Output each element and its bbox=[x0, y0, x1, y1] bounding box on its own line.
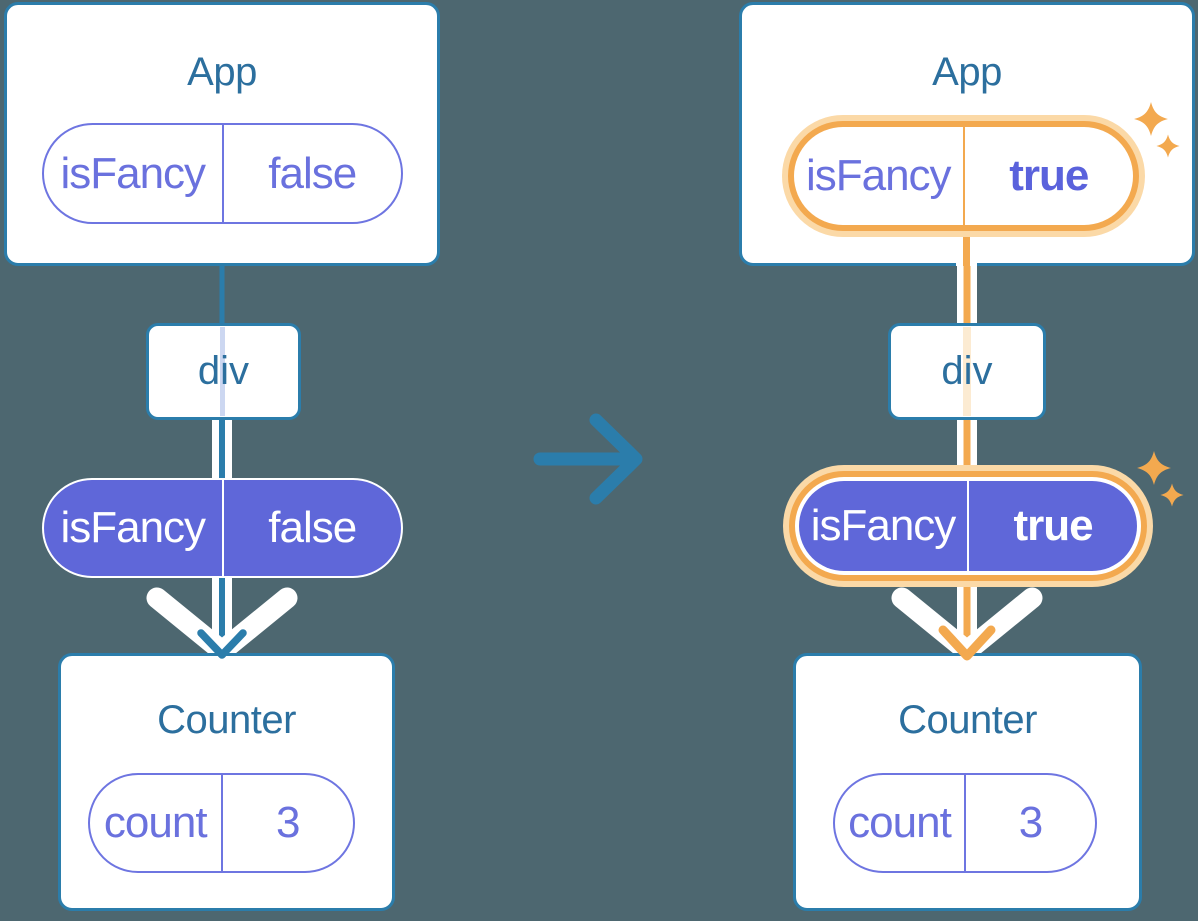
counter-title-right: Counter bbox=[898, 698, 1037, 742]
down-chevron-icon-left bbox=[197, 629, 247, 659]
state-name-cell: count bbox=[835, 775, 966, 871]
div-label-left: div bbox=[197, 349, 250, 393]
prop-value-cell: true bbox=[1013, 501, 1093, 550]
highlight-ring: isFancy true bbox=[788, 121, 1139, 231]
app-title-right: App bbox=[932, 50, 1002, 94]
prop-value-cell: false bbox=[268, 503, 357, 552]
prop-value-cell: false bbox=[268, 148, 357, 198]
counter-state-pill-left: count 3 bbox=[88, 773, 355, 873]
prop-name-cell: isFancy bbox=[799, 481, 969, 571]
big-arrow-chevron-left bbox=[146, 587, 298, 662]
big-arrow-chevron-right bbox=[891, 587, 1043, 662]
transition-right-arrow-icon bbox=[533, 413, 643, 505]
highlight-ring: isFancy true bbox=[789, 471, 1147, 581]
state-value-cell: 3 bbox=[276, 798, 300, 847]
passed-prop-pill-left: isFancy false bbox=[42, 478, 403, 578]
app-prop-pill-left: isFancy false bbox=[42, 123, 403, 224]
counter-state-pill-right: count 3 bbox=[833, 773, 1097, 873]
prop-value-cell: true bbox=[1009, 151, 1089, 200]
app-prop-pill-right-highlighted: isFancy true bbox=[782, 115, 1145, 237]
edge-through-div-left bbox=[220, 327, 225, 416]
prop-name-cell: isFancy bbox=[44, 480, 224, 576]
prop-flow-lines-right bbox=[957, 240, 977, 649]
state-value-cell: 3 bbox=[1018, 798, 1043, 847]
prop-name-cell: isFancy bbox=[44, 125, 224, 222]
prop-name-cell: isFancy bbox=[794, 127, 965, 225]
passed-prop-pill-right-highlighted: isFancy true bbox=[783, 465, 1153, 587]
state-name-cell: count bbox=[90, 775, 223, 871]
counter-title-left: Counter bbox=[157, 698, 296, 742]
app-title-left: App bbox=[187, 50, 257, 94]
div-label-right: div bbox=[941, 349, 993, 393]
highlight-ring-gap: isFancy true bbox=[795, 477, 1141, 575]
